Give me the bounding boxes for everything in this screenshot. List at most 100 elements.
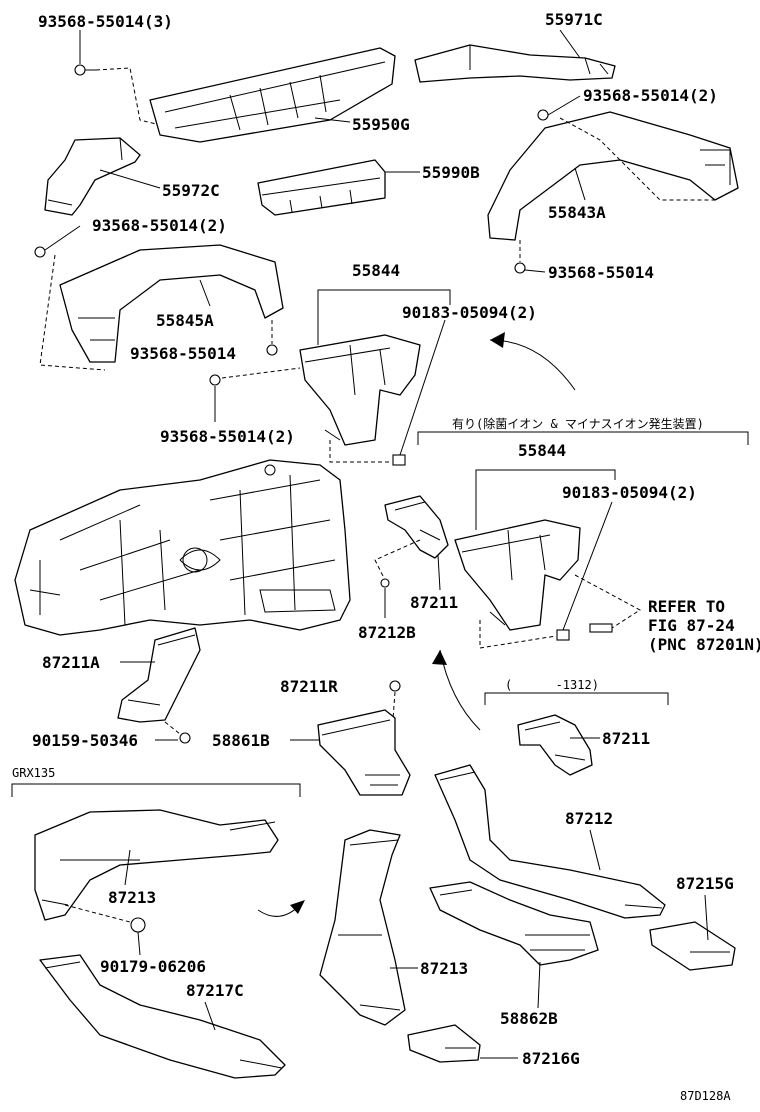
clip-87211R-part bbox=[389, 680, 401, 692]
duct-87211-mid-part bbox=[384, 495, 449, 559]
arrow-middle bbox=[439, 649, 481, 731]
label-87212: 87212 bbox=[565, 809, 613, 828]
part-87215G-part bbox=[649, 921, 736, 971]
leader-58862B bbox=[537, 961, 541, 1009]
label-ref-code: 87D128A bbox=[680, 1089, 731, 1103]
arrow-bottom-head bbox=[290, 900, 305, 914]
label-55990B: 55990B bbox=[422, 163, 480, 182]
label-87213-mid: 87213 bbox=[420, 959, 468, 978]
dash-90159 bbox=[164, 721, 181, 735]
duct-55843A-part bbox=[487, 111, 739, 241]
label-option-note: 有り(除菌イオン & マイナスイオン発生装置) bbox=[452, 416, 704, 431]
label-55844-bottom: 55844 bbox=[518, 441, 566, 460]
label-grx135: GRX135 bbox=[12, 766, 55, 780]
register-55950G-part bbox=[149, 47, 396, 143]
label-87211A: 87211A bbox=[42, 653, 100, 672]
hvac-unit-part bbox=[14, 459, 351, 636]
leader-93568-right bbox=[524, 269, 546, 273]
leader-87212 bbox=[589, 829, 601, 871]
dash-90183-top bbox=[329, 440, 392, 463]
dash-93568-2-mid bbox=[221, 367, 301, 379]
register-55844-bottom-part bbox=[454, 519, 581, 641]
label-87211R: 87211R bbox=[280, 677, 338, 696]
panel-55990B-part bbox=[257, 159, 386, 216]
arrow-middle-head bbox=[432, 650, 447, 665]
leader-90179 bbox=[137, 931, 141, 956]
leader-55843A bbox=[574, 167, 586, 201]
label-90179-06206: 90179-06206 bbox=[100, 957, 206, 976]
label-93568-55014-2-top: 93568-55014(2) bbox=[583, 86, 718, 105]
label-93568-55014-2-left: 93568-55014(2) bbox=[92, 216, 227, 235]
duct-87211A-part bbox=[117, 627, 201, 723]
bolt-93568-55014-2-left-part bbox=[34, 246, 46, 258]
leader-55972C bbox=[99, 169, 161, 189]
label-refer-2: FIG 87-24 bbox=[648, 616, 735, 635]
leader-93568-2-top bbox=[547, 95, 581, 116]
clip-90183-05094-top-part bbox=[392, 454, 406, 466]
bracket-date bbox=[484, 692, 669, 705]
label-93568-55014-3: 93568-55014(3) bbox=[38, 12, 173, 31]
label-refer-3: (PNC 87201N) bbox=[648, 635, 760, 654]
leader-87217C bbox=[204, 1001, 216, 1031]
bracket-55844-top bbox=[317, 289, 451, 345]
duct-87212-part bbox=[434, 764, 666, 919]
label-87215G: 87215G bbox=[676, 874, 734, 893]
label-55843A: 55843A bbox=[548, 203, 606, 222]
register-55844-top-part bbox=[299, 334, 421, 446]
label-93568-55014-2-mid: 93568-55014(2) bbox=[160, 427, 295, 446]
bolt-93568-55014-2-top-part bbox=[537, 109, 549, 121]
label-refer-1: REFER TO bbox=[648, 597, 725, 616]
leader-87211-mid bbox=[437, 554, 441, 591]
label-87216G: 87216G bbox=[522, 1049, 580, 1068]
label-58861B: 58861B bbox=[212, 731, 270, 750]
dash-refer bbox=[574, 574, 641, 629]
register-58861B-part bbox=[317, 709, 411, 796]
arrow-upper-head bbox=[490, 332, 505, 348]
bolt-93568-55014-right-part bbox=[514, 262, 526, 274]
duct-55972C-part bbox=[44, 137, 141, 216]
leader-90183-bottom bbox=[562, 501, 613, 631]
bolt-93568-55014-mid-part bbox=[266, 344, 278, 356]
label-55950G: 55950G bbox=[352, 115, 410, 134]
label-55971C: 55971C bbox=[545, 10, 603, 29]
label-55844-top: 55844 bbox=[352, 261, 400, 280]
duct-87213-left-part bbox=[34, 809, 279, 921]
nut-90179-06206-part bbox=[130, 917, 146, 933]
label-55845A: 55845A bbox=[156, 311, 214, 330]
dash-55843A bbox=[559, 117, 715, 201]
label-date-range: ( -1312) bbox=[505, 678, 599, 692]
label-90183-05094-2-bottom: 90183-05094(2) bbox=[562, 483, 697, 502]
dash-55844-bottom bbox=[479, 620, 557, 649]
label-87213-left: 87213 bbox=[108, 888, 156, 907]
label-90183-05094-2-top: 90183-05094(2) bbox=[402, 303, 537, 322]
bolt-93568-55014-2-mid-part bbox=[209, 374, 221, 386]
leader-55971C bbox=[559, 29, 581, 59]
label-93568-55014-right: 93568-55014 bbox=[548, 263, 654, 282]
leader-55950G bbox=[314, 117, 351, 123]
bracket-grx135 bbox=[11, 783, 301, 797]
dash-87211-mid bbox=[374, 539, 421, 581]
clip-87212B-part bbox=[380, 578, 390, 588]
nut-90159-50346-part bbox=[179, 732, 191, 744]
pin-refer-part bbox=[589, 623, 613, 633]
duct-55845A-part bbox=[59, 244, 284, 363]
label-90159-50346: 90159-50346 bbox=[32, 731, 138, 750]
bolt-93568-55014-3-part bbox=[74, 64, 96, 76]
leader-87215G bbox=[704, 894, 709, 941]
duct-55971C-part bbox=[414, 44, 616, 83]
leader-87213-left bbox=[124, 849, 131, 886]
label-58862B: 58862B bbox=[500, 1009, 558, 1028]
label-87212B: 87212B bbox=[358, 623, 416, 642]
dash-93568-3 bbox=[95, 67, 161, 126]
duct-87211-right-part bbox=[517, 714, 593, 776]
label-93568-55014-mid: 93568-55014 bbox=[130, 344, 236, 363]
dash-90179 bbox=[64, 904, 131, 923]
register-58862B-part bbox=[429, 881, 599, 966]
bracket-55844-bottom bbox=[475, 469, 616, 530]
label-87211-mid: 87211 bbox=[410, 593, 458, 612]
bracket-option bbox=[417, 431, 749, 445]
leader-55845A bbox=[199, 279, 211, 307]
label-87211-right: 87211 bbox=[602, 729, 650, 748]
duct-87217C-part bbox=[39, 954, 286, 1079]
